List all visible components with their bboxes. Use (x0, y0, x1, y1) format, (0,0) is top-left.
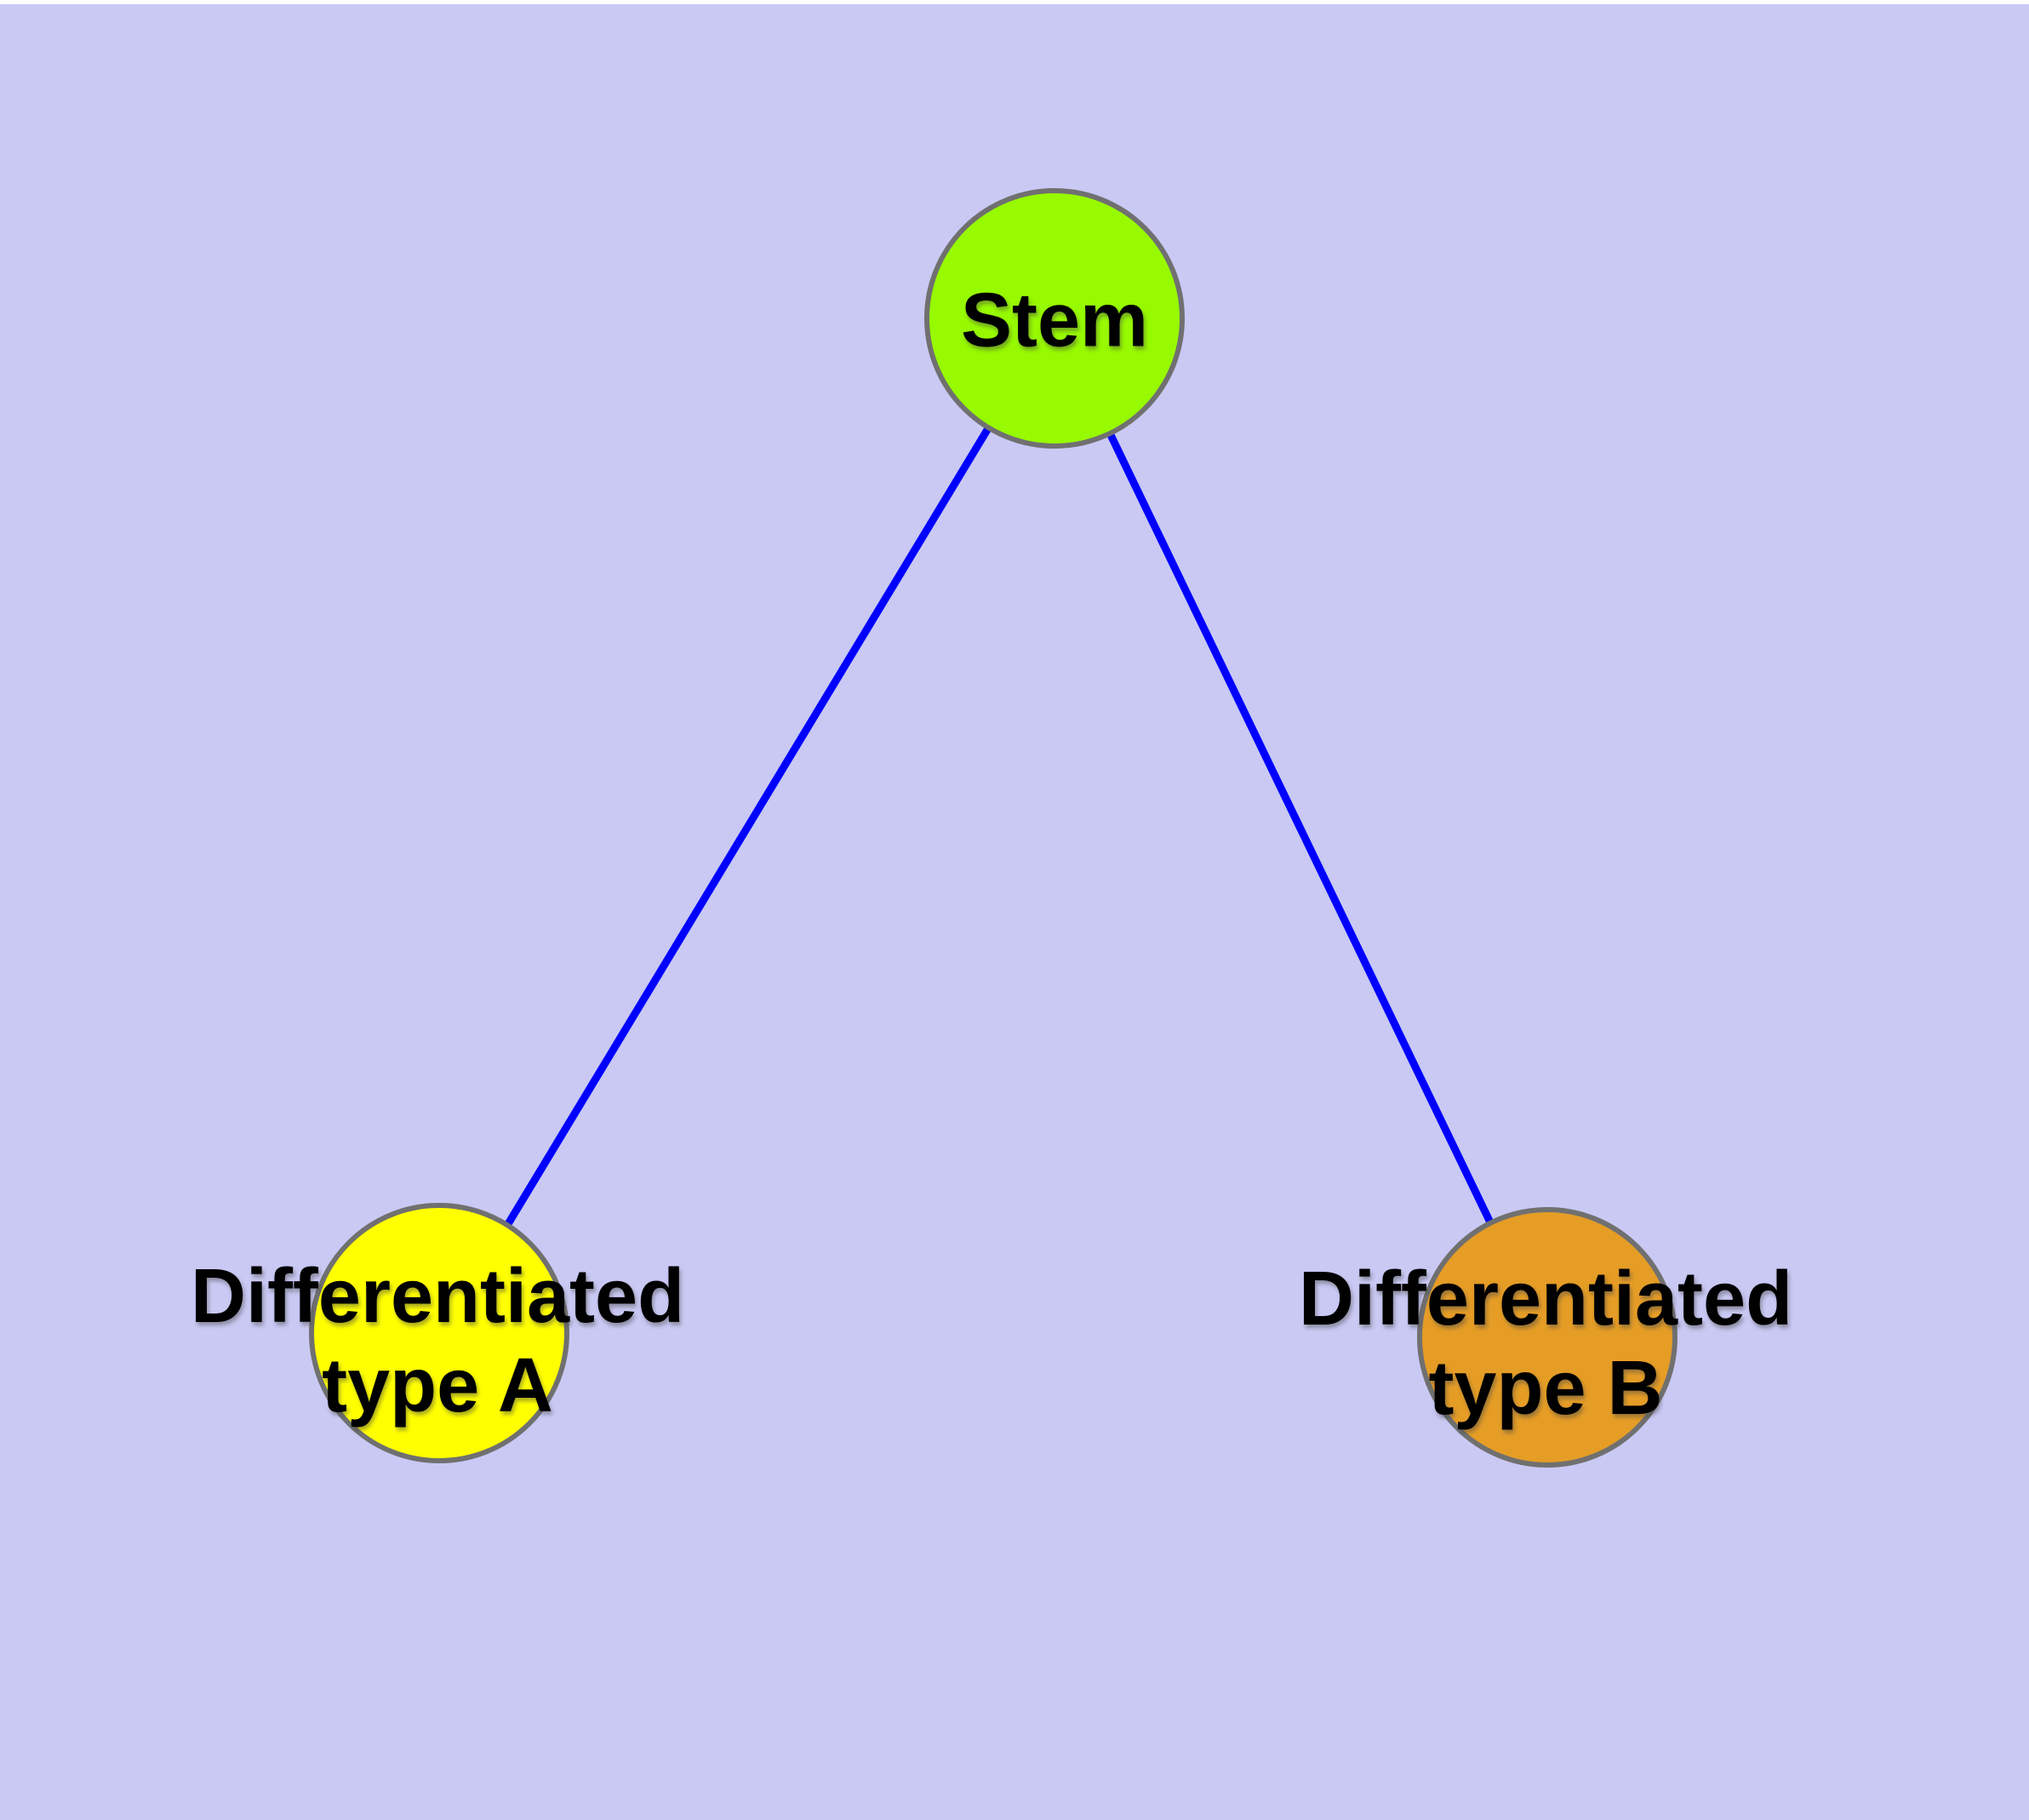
node-type-b-circle (1417, 1207, 1677, 1468)
node-type-a-circle (309, 1203, 569, 1463)
edge-stem-to-type-a (436, 316, 1058, 1341)
edge-stem-to-type-b (1050, 317, 1552, 1342)
node-stem-circle (924, 188, 1185, 449)
